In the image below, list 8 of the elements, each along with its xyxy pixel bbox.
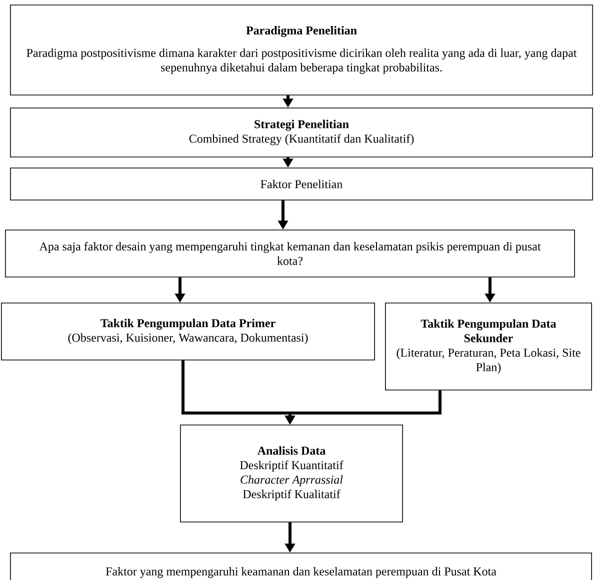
process-box: Taktik Pengumpulan Data Primer (Observasi, Kuisioner, Wawancara, Dokumentasi) [1, 302, 375, 360]
process-box: Paradigma Penelitian Paradigma postpositivisme dimana karakter dari postpositivisme dicirikan oleh realita yang ada di luar, yang dapat sepenuhnya diketahui dalam beberapa tingkat probabilitas. [10, 4, 593, 96]
process-box: Strategi Penelitian Combined Strategy (Kuantitatif dan Kualitatif) [10, 108, 593, 158]
process-box: Faktor Penelitian [10, 168, 593, 200]
process-box: Faktor yang mempengaruhi keamanan dan keselamatan perempuan di Pusat Kota [10, 552, 592, 580]
process-box: Taktik Pengumpulan Data Sekunder (Literatur, Peraturan, Peta Lokasi, Site Plan) [385, 302, 592, 390]
process-box: Apa saja faktor desain yang mempengaruhi tingkat kemanan dan keselamatan psikis perempuan di pusat kota? [5, 230, 575, 278]
process-box: Analisis Data Deskriptif Kuantitatif Character Aprrassial Deskriptif Kualitatif [180, 424, 403, 522]
